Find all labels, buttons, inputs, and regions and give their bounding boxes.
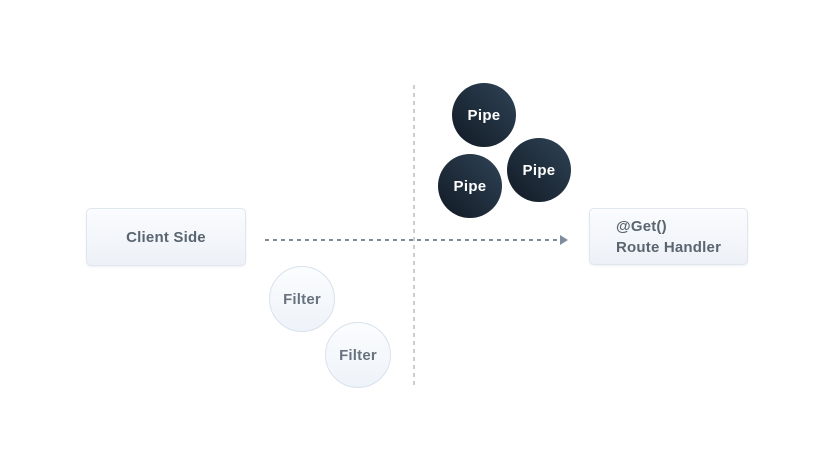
pipe-node: Pipe [452, 83, 516, 147]
route-handler-label: Route Handler [616, 238, 722, 256]
filter-label: Filter [283, 290, 321, 308]
route-handler-node: @Get() Route Handler [589, 208, 748, 265]
pipe-label: Pipe [467, 106, 501, 124]
pipe-node: Pipe [507, 138, 571, 202]
filter-node: Filter [269, 266, 335, 332]
filter-node: Filter [325, 322, 391, 388]
client-side-label: Client Side [126, 228, 206, 246]
arrowhead-icon [560, 235, 568, 245]
pipe-label: Pipe [453, 177, 487, 195]
pipe-label: Pipe [522, 161, 556, 179]
dashed-divider-line [413, 85, 415, 385]
route-handler-text: @Get() Route Handler [616, 216, 721, 258]
client-side-node: Client Side [86, 208, 246, 266]
filter-label: Filter [339, 346, 377, 364]
route-handler-decorator-label: @Get() [616, 217, 667, 235]
request-flow-arrow-line [265, 239, 560, 241]
pipe-node: Pipe [438, 154, 502, 218]
